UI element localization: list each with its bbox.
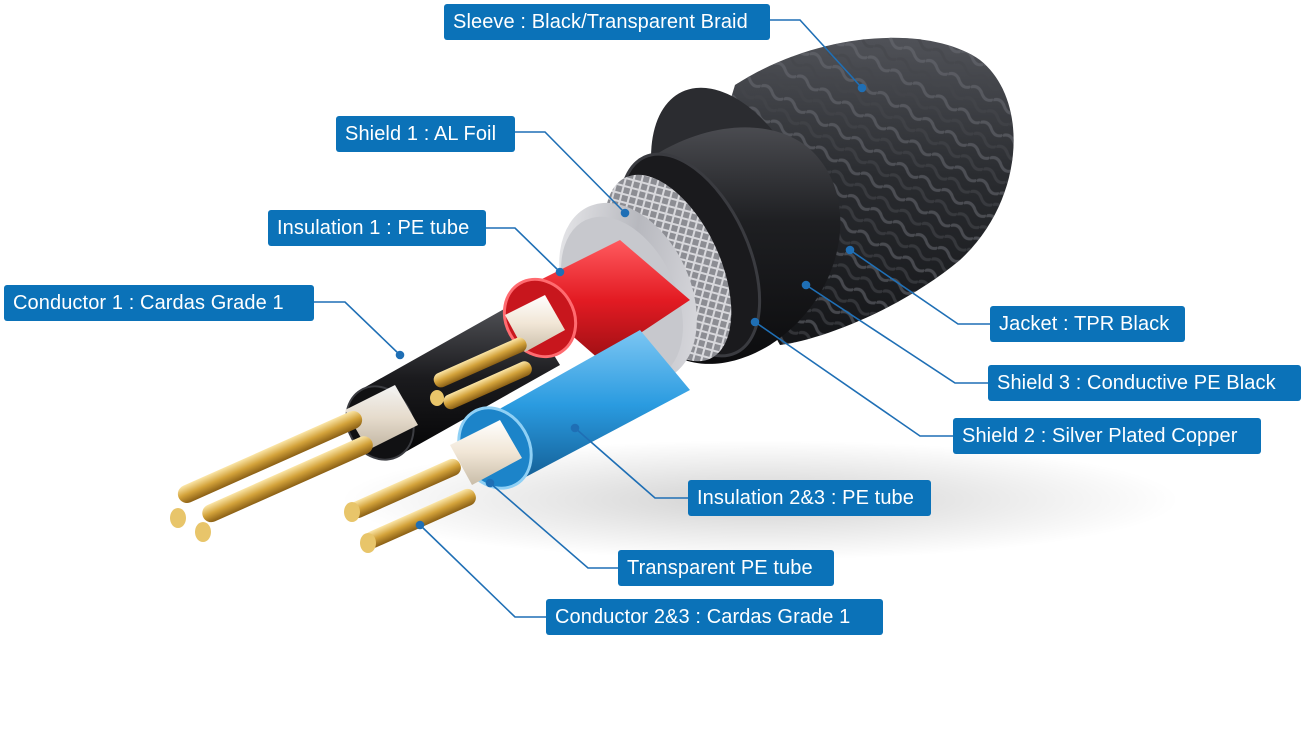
leader-dot-transparent xyxy=(485,478,495,488)
label-jacket: Jacket : TPR Black xyxy=(990,306,1185,342)
leader-dot-shield3 xyxy=(801,280,811,290)
leader-dot-shield1 xyxy=(620,208,630,218)
leader-dot-conductor1 xyxy=(395,350,405,360)
leader-dot-sleeve xyxy=(857,83,867,93)
leader-line-sleeve xyxy=(770,19,863,89)
red-core xyxy=(430,240,690,410)
leader-line-conductor1 xyxy=(314,301,401,356)
label-insulation-2-3: Insulation 2&3 : PE tube xyxy=(688,480,931,516)
leader-line-conductor23 xyxy=(419,524,546,618)
label-shield-3: Shield 3 : Conductive PE Black xyxy=(988,365,1301,401)
leader-line-shield1 xyxy=(515,131,626,214)
label-sleeve: Sleeve : Black/Transparent Braid xyxy=(444,4,770,40)
leader-lines xyxy=(314,19,990,618)
label-transparent-pe-tube: Transparent PE tube xyxy=(618,550,834,586)
leader-dot-conductor23 xyxy=(415,520,425,530)
label-shield-1: Shield 1 : AL Foil xyxy=(336,116,515,152)
label-shield-2: Shield 2 : Silver Plated Copper xyxy=(953,418,1261,454)
label-conductor-2-3: Conductor 2&3 : Cardas Grade 1 xyxy=(546,599,883,635)
leader-dot-insulation23 xyxy=(570,423,580,433)
leader-line-insulation23 xyxy=(574,427,688,499)
leader-dot-shield2 xyxy=(750,317,760,327)
leader-line-jacket xyxy=(849,249,990,325)
leader-dot-jacket xyxy=(845,245,855,255)
leader-line-transparent xyxy=(489,482,618,569)
label-insulation-1: Insulation 1 : PE tube xyxy=(268,210,486,246)
leader-line-insulation1 xyxy=(486,227,561,273)
label-conductor-1: Conductor 1 : Cardas Grade 1 xyxy=(4,285,314,321)
leader-line-shield2 xyxy=(754,321,953,437)
leader-dot-insulation1 xyxy=(555,267,565,277)
leader-line-shield3 xyxy=(805,284,988,384)
blue-core xyxy=(344,330,690,553)
